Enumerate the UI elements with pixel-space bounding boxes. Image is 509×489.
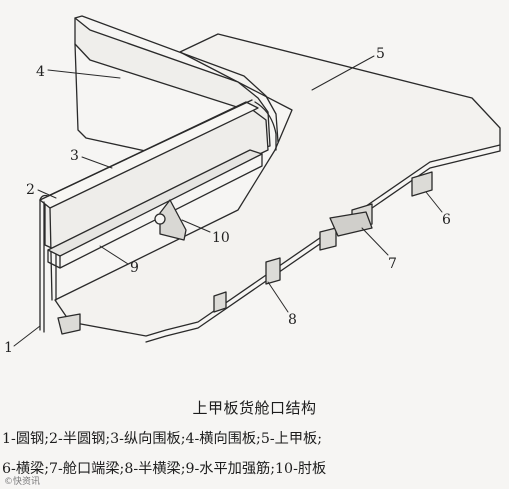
legend-line-1: 1-圆钢;2-半圆钢;3-纵向围板;4-横向围板;5-上甲板; [2,431,323,447]
deck-edge-thickness [145,144,501,343]
bracket-hole [154,213,166,225]
bracket [159,199,187,241]
half-beam-a [265,257,281,285]
horizontal-stiffener-edge [47,153,263,269]
half-beam-b [213,291,227,313]
callout-7: 7 [388,256,397,272]
leader-9 [99,245,129,265]
deck-beam-6 [411,171,433,197]
deck-beam-b [319,227,337,251]
half-round-bar [39,99,253,201]
callout-8: 8 [288,312,297,328]
leader-5 [311,55,375,91]
leader-3 [81,156,113,169]
leader-4 [47,69,121,79]
callout-3: 3 [70,148,79,164]
legend-line-2: 6-横梁;7-舱口端梁;8-半横梁;9-水平加强筋;10-肘板 [2,461,327,477]
callout-4: 4 [36,64,45,80]
round-bar [39,199,45,333]
hatch-end-beam [329,211,373,237]
transverse-coaming-top-edge [74,15,279,143]
callout-10: 10 [212,230,230,246]
hatch-structure-diagram: 1 2 3 4 5 6 7 8 9 10 [4,15,501,356]
leader-1 [13,325,41,347]
leader-2 [37,189,57,199]
callout-1: 1 [4,340,13,356]
leader-7 [361,227,389,256]
callout-2: 2 [26,182,35,198]
coaming-corner [254,101,277,151]
callout-5: 5 [376,46,385,62]
callout-9: 9 [130,260,139,276]
hatch-end-beam-front [57,313,81,335]
coaming-vertical-face [49,207,57,301]
leader-6 [425,191,443,213]
figure-caption: 上甲板货舱口结构 [192,399,317,417]
leader-10 [181,219,211,233]
watermark: ©快资讯 [2,474,43,487]
upper-deck-plate [54,33,501,337]
leader-8 [267,281,289,313]
callout-6: 6 [442,212,451,228]
